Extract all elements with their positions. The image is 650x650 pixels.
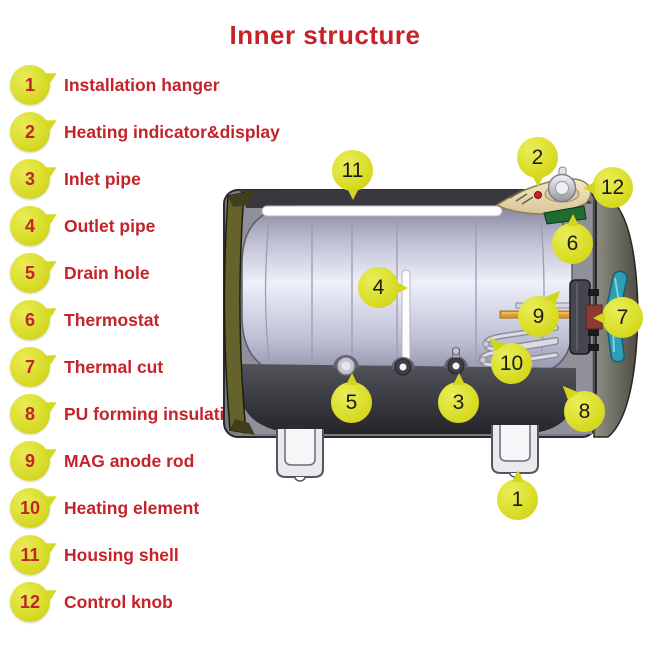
- indicator-led: [534, 191, 542, 199]
- legend-item-6: 6 Thermostat: [10, 300, 280, 340]
- legend-item-label: Installation hanger: [64, 74, 220, 95]
- top-pipe: [261, 205, 503, 217]
- legend-number-balloon-icon: 11: [10, 535, 50, 575]
- housing-front-band: [240, 364, 576, 434]
- legend-item-9: 9 MAG anode rod: [10, 441, 280, 481]
- callout-number: 9: [532, 305, 545, 328]
- legend-number-balloon-icon: 3: [10, 159, 50, 199]
- legend-item-label: MAG anode rod: [64, 450, 195, 471]
- callout-mag-anode-rod: 9: [518, 296, 559, 337]
- legend-number-balloon-icon: 12: [10, 582, 50, 622]
- legend-number-balloon-icon: 2: [10, 112, 50, 152]
- legend-item-1: 1 Installation hanger: [10, 65, 280, 105]
- legend-item-label: Heating element: [64, 497, 200, 518]
- legend-item-7: 7 Thermal cut: [10, 347, 280, 387]
- callout-pu-forming-insulation: 8: [564, 391, 605, 432]
- housing-cut-edge: [223, 191, 255, 435]
- installation-hanger: [276, 420, 539, 482]
- legend-item-number: 1: [24, 75, 35, 95]
- callout-outlet-pipe: 4: [358, 267, 408, 308]
- legend-number-balloon-icon: 10: [10, 488, 50, 528]
- legend-number-balloon-icon: 8: [10, 394, 50, 434]
- legend-number-balloon-icon: 7: [10, 347, 50, 387]
- callout-number: 11: [341, 159, 364, 182]
- legend-item-number: 12: [19, 592, 41, 612]
- legend: 1 Installation hanger 2 Heating indicato…: [10, 65, 280, 629]
- callout-number: 3: [452, 391, 465, 414]
- callout-drain-hole: 5: [331, 373, 372, 423]
- legend-item-number: 10: [19, 498, 41, 518]
- legend-number-balloon-icon: 1: [10, 65, 50, 105]
- callout-number: 4: [372, 276, 385, 299]
- callout-number: 12: [600, 176, 625, 199]
- callout-housing-shell: 11: [332, 150, 373, 200]
- legend-item-label: Heating indicator&display: [64, 121, 280, 142]
- legend-item-label: Inlet pipe: [64, 168, 141, 189]
- legend-item-11: 11 Housing shell: [10, 535, 280, 575]
- callout-thermal-cut: 7: [593, 297, 643, 338]
- outlet-port: [391, 357, 415, 376]
- legend-item-number: 3: [24, 169, 35, 189]
- control-knob: [544, 166, 580, 203]
- legend-item-number: 11: [20, 545, 40, 565]
- callout-number: 10: [499, 352, 524, 375]
- legend-number-balloon-icon: 6: [10, 300, 50, 340]
- legend-item-number: 6: [24, 310, 35, 330]
- legend-item-label: Outlet pipe: [64, 215, 156, 236]
- legend-item-5: 5 Drain hole: [10, 253, 280, 293]
- legend-item-label: Drain hole: [64, 262, 150, 283]
- legend-item-label: Thermal cut: [64, 356, 164, 377]
- legend-number-balloon-icon: 4: [10, 206, 50, 246]
- callout-number: 1: [511, 488, 524, 511]
- callout-number: 2: [531, 146, 544, 169]
- callout-heating-element: 10: [491, 343, 532, 384]
- legend-item-label: Housing shell: [64, 544, 179, 565]
- drain-hole: [333, 355, 359, 376]
- legend-item-label: PU forming insulation: [64, 403, 246, 424]
- callout-installation-hanger: 1: [497, 470, 538, 520]
- callout-number: 6: [566, 232, 579, 255]
- callout-number: 7: [616, 306, 629, 329]
- legend-item-12: 12 Control knob: [10, 582, 280, 622]
- legend-item-number: 7: [24, 357, 35, 377]
- legend-item-number: 9: [24, 451, 35, 471]
- page-title: Inner structure: [229, 20, 421, 50]
- legend-item-8: 8 PU forming insulation: [10, 394, 280, 434]
- legend-item-label: Control knob: [64, 591, 173, 612]
- element-flange: [569, 279, 603, 355]
- legend-item-number: 5: [24, 263, 35, 283]
- callout-control-knob: 12: [583, 167, 633, 208]
- legend-item-label: Thermostat: [64, 309, 160, 330]
- callout-thermostat: 6: [552, 214, 593, 264]
- legend-number-balloon-icon: 5: [10, 253, 50, 293]
- legend-item-2: 2 Heating indicator&display: [10, 112, 280, 152]
- callout-number: 5: [345, 391, 358, 414]
- legend-item-number: 2: [24, 122, 35, 142]
- legend-item-number: 4: [24, 216, 35, 236]
- callout-inlet-pipe: 3: [438, 373, 479, 423]
- legend-item-4: 4 Outlet pipe: [10, 206, 280, 246]
- legend-number-balloon-icon: 9: [10, 441, 50, 481]
- legend-item-10: 10 Heating element: [10, 488, 280, 528]
- callout-heating-indicator-display: 2: [517, 137, 558, 187]
- legend-item-3: 3 Inlet pipe: [10, 159, 280, 199]
- callout-number: 8: [578, 400, 591, 423]
- legend-item-number: 8: [24, 404, 35, 424]
